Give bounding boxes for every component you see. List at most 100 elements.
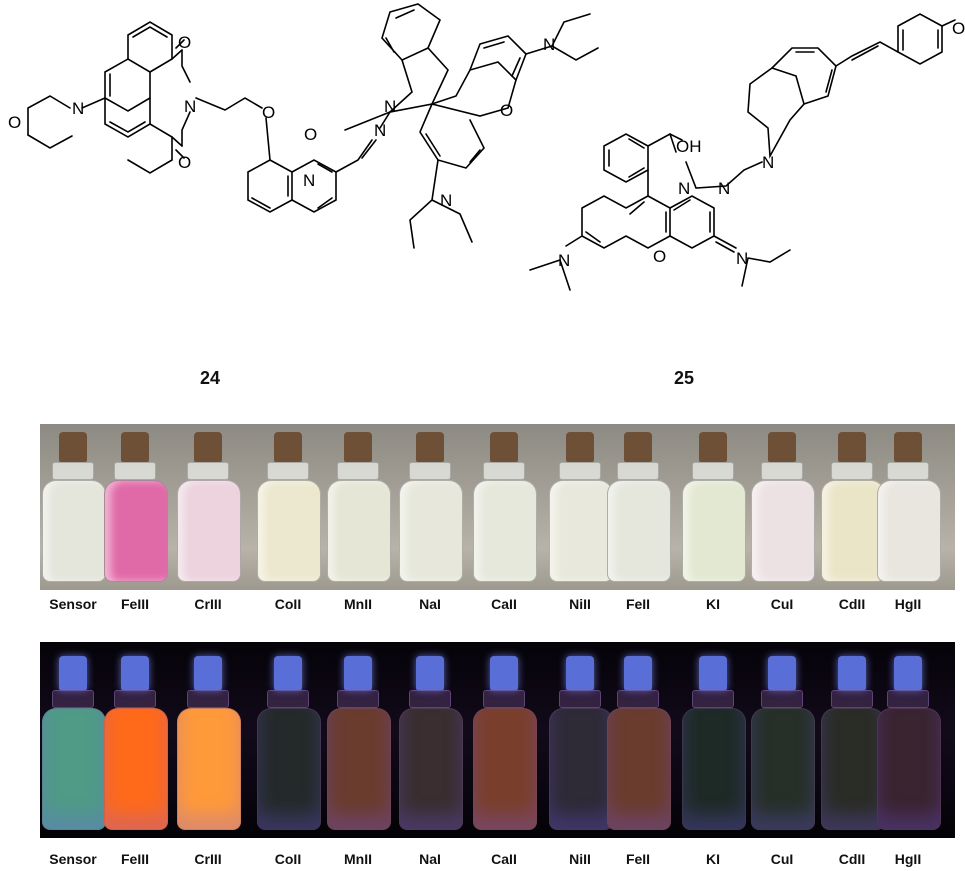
vial bbox=[257, 656, 321, 832]
vial-label: FeIII bbox=[120, 851, 150, 867]
atom-n: N bbox=[72, 99, 84, 118]
vial bbox=[607, 656, 671, 832]
vial-solution bbox=[42, 480, 106, 582]
vial-solution bbox=[751, 480, 815, 582]
vial-solution bbox=[607, 480, 671, 582]
compound-label-24: 24 bbox=[200, 368, 221, 388]
vial-solution bbox=[821, 480, 885, 582]
vial-label: CoII bbox=[274, 596, 302, 612]
vial bbox=[682, 432, 746, 584]
vial-label: CdII bbox=[838, 851, 866, 867]
vial-solution bbox=[104, 480, 168, 582]
vial-solution bbox=[327, 708, 391, 830]
vial-neck bbox=[52, 462, 94, 480]
vial-solution bbox=[473, 480, 537, 582]
atom-n: N bbox=[374, 121, 386, 140]
vial-label: CuI bbox=[770, 851, 794, 867]
atom-n: N bbox=[678, 179, 690, 198]
vial-label: NiII bbox=[569, 596, 591, 612]
vial-solution bbox=[751, 708, 815, 830]
vial bbox=[104, 432, 168, 584]
vial-neck bbox=[483, 690, 525, 708]
chemical-structures: O N O N O O N N O N O N N OH bbox=[8, 3, 965, 291]
vial bbox=[42, 656, 106, 832]
vial-solution bbox=[399, 480, 463, 582]
vial-cork bbox=[699, 656, 727, 690]
vial-cork bbox=[838, 432, 866, 462]
vial-neck bbox=[617, 690, 659, 708]
vial-solution bbox=[877, 708, 941, 830]
vial-cork bbox=[344, 432, 372, 462]
vial-cork bbox=[274, 656, 302, 690]
vial bbox=[751, 656, 815, 832]
vial-label: HgII bbox=[894, 596, 922, 612]
vial-cork bbox=[490, 656, 518, 690]
vial-label: CrIII bbox=[194, 851, 222, 867]
vial-label: CaII bbox=[491, 596, 517, 612]
vial-cork bbox=[768, 656, 796, 690]
vial-label: NiII bbox=[569, 851, 591, 867]
vial bbox=[473, 432, 537, 584]
vial-cork bbox=[416, 432, 444, 462]
vial-cork bbox=[624, 432, 652, 462]
vial-solution bbox=[549, 480, 613, 582]
vial-neck bbox=[761, 462, 803, 480]
vial-solution bbox=[177, 708, 241, 830]
vial-neck bbox=[831, 690, 873, 708]
vial-label: HgII bbox=[894, 851, 922, 867]
atom-o: O bbox=[178, 33, 191, 52]
vial-neck bbox=[692, 462, 734, 480]
vial-solution bbox=[42, 708, 106, 830]
vial-label: FeIII bbox=[120, 596, 150, 612]
vial bbox=[877, 432, 941, 584]
vial-neck bbox=[114, 462, 156, 480]
vial-neck bbox=[617, 462, 659, 480]
vial-label: KI bbox=[706, 596, 720, 612]
vial-cork bbox=[768, 432, 796, 462]
vial-label: MnII bbox=[344, 851, 372, 867]
vial bbox=[473, 656, 537, 832]
vial-solution bbox=[682, 708, 746, 830]
vial-cork bbox=[894, 656, 922, 690]
vial-label: CdII bbox=[838, 596, 866, 612]
atom-n: N bbox=[543, 35, 555, 54]
vial bbox=[399, 656, 463, 832]
vial bbox=[682, 656, 746, 832]
vial-solution bbox=[682, 480, 746, 582]
vial-neck bbox=[559, 690, 601, 708]
atom-n: N bbox=[718, 179, 730, 198]
vial-solution bbox=[104, 708, 168, 830]
structure-24-atoms: O N O N O O N N O N O N N bbox=[8, 33, 555, 210]
vial-neck bbox=[887, 690, 929, 708]
vial-solution bbox=[257, 480, 321, 582]
atom-o: O bbox=[952, 19, 965, 38]
vial-neck bbox=[692, 690, 734, 708]
vial bbox=[821, 656, 885, 832]
vial-neck bbox=[52, 690, 94, 708]
vial-cork bbox=[121, 656, 149, 690]
vial-cork bbox=[344, 656, 372, 690]
vial-neck bbox=[483, 462, 525, 480]
vial bbox=[177, 432, 241, 584]
vial-neck bbox=[409, 462, 451, 480]
structure-24 bbox=[27, 3, 599, 249]
vial-neck bbox=[337, 690, 379, 708]
vial bbox=[327, 656, 391, 832]
vial-cork bbox=[274, 432, 302, 462]
vial-neck bbox=[114, 690, 156, 708]
vial-label: NaI bbox=[419, 851, 441, 867]
vial-label: Sensor bbox=[49, 851, 97, 867]
vial-label: CrIII bbox=[194, 596, 222, 612]
vial-cork bbox=[699, 432, 727, 462]
vial-solution bbox=[327, 480, 391, 582]
vial-cork bbox=[894, 432, 922, 462]
vial-solution bbox=[399, 708, 463, 830]
atom-n: N bbox=[736, 249, 748, 268]
vial-neck bbox=[187, 462, 229, 480]
vial-solution bbox=[257, 708, 321, 830]
vial bbox=[549, 432, 613, 584]
compound-label-25: 25 bbox=[674, 368, 695, 388]
vial-cork bbox=[416, 656, 444, 690]
vial-solution bbox=[607, 708, 671, 830]
